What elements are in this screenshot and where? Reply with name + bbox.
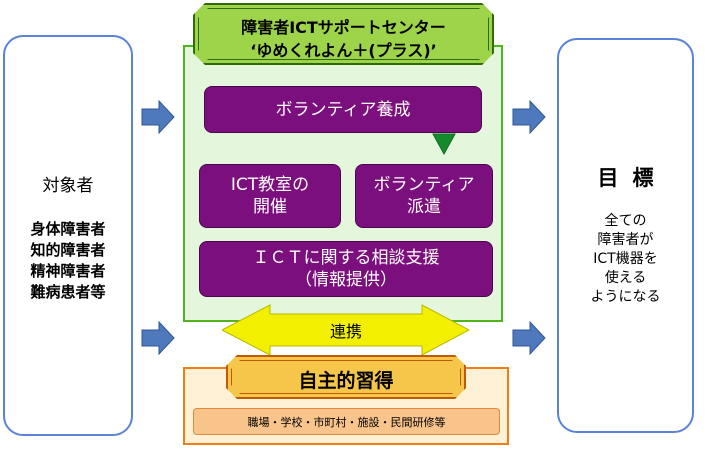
ict-class-line1: ICT教室の bbox=[230, 175, 310, 195]
consultation-line1: ＩＣＴに関する相談支援 bbox=[252, 248, 440, 268]
goal-box: 目標 全ての 障害者が ICT機器を 使える ようになる bbox=[557, 38, 694, 433]
target-item-physical: 身体障害者 bbox=[30, 220, 106, 238]
ict-class-line2: 開催 bbox=[253, 197, 287, 217]
volunteer-training-box: ボランティア養成 bbox=[204, 86, 482, 133]
double-arrow-icon bbox=[222, 304, 470, 356]
target-item-intractable-disease: 難病患者等 bbox=[30, 283, 106, 301]
learning-places-label: 職場・学校・市町村・施設・民間研修等 bbox=[247, 415, 446, 429]
volunteer-dispatch-line1: ボランティア bbox=[373, 175, 475, 195]
goal-title: 目標 bbox=[597, 166, 668, 190]
self-learning-header: 自主的習得 bbox=[226, 355, 466, 399]
arrow-right-icon bbox=[512, 321, 546, 355]
target-item-intellectual: 知的障害者 bbox=[30, 241, 106, 259]
triangle-down-icon bbox=[432, 133, 456, 155]
goal-line: 全ての bbox=[604, 213, 647, 229]
goal-line: ようになる bbox=[590, 289, 661, 305]
goal-line: 使える bbox=[604, 270, 647, 286]
target-people-title: 対象者 bbox=[42, 176, 94, 196]
learning-places-bar: 職場・学校・市町村・施設・民間研修等 bbox=[193, 408, 500, 435]
cooperation-label: 連携 bbox=[329, 322, 362, 341]
arrow-right-icon bbox=[141, 100, 175, 134]
volunteer-dispatch-box: ボランティア 派遣 bbox=[355, 164, 493, 228]
arrow-right-icon bbox=[512, 100, 546, 134]
volunteer-training-label: ボランティア養成 bbox=[275, 99, 411, 120]
target-people-box: 対象者 身体障害者 知的障害者 精神障害者 難病患者等 bbox=[3, 35, 133, 436]
ict-class-box: ICT教室の 開催 bbox=[199, 164, 341, 228]
consultation-line2: （情報提供） bbox=[295, 270, 397, 290]
volunteer-dispatch-line2: 派遣 bbox=[407, 197, 441, 217]
target-item-mental: 精神障害者 bbox=[30, 262, 106, 280]
self-learning-title: 自主的習得 bbox=[298, 370, 394, 392]
header-title-line1: 障害者ICTサポートセンター bbox=[241, 18, 446, 37]
support-center-header: 障害者ICTサポートセンター ‘ゆめくれよん＋(プラス)’ bbox=[193, 3, 494, 65]
goal-line: 障害者が bbox=[597, 232, 654, 248]
goal-text: 全ての 障害者が ICT機器を 使える ようになる bbox=[559, 212, 692, 307]
target-people-list: 身体障害者 知的障害者 精神障害者 難病患者等 bbox=[5, 219, 131, 303]
goal-line: ICT機器を bbox=[593, 251, 658, 267]
ict-consultation-box: ＩＣＴに関する相談支援 （情報提供） bbox=[199, 241, 493, 297]
header-title-line2: ‘ゆめくれよん＋(プラス)’ bbox=[250, 41, 437, 60]
arrow-right-icon bbox=[141, 321, 175, 355]
